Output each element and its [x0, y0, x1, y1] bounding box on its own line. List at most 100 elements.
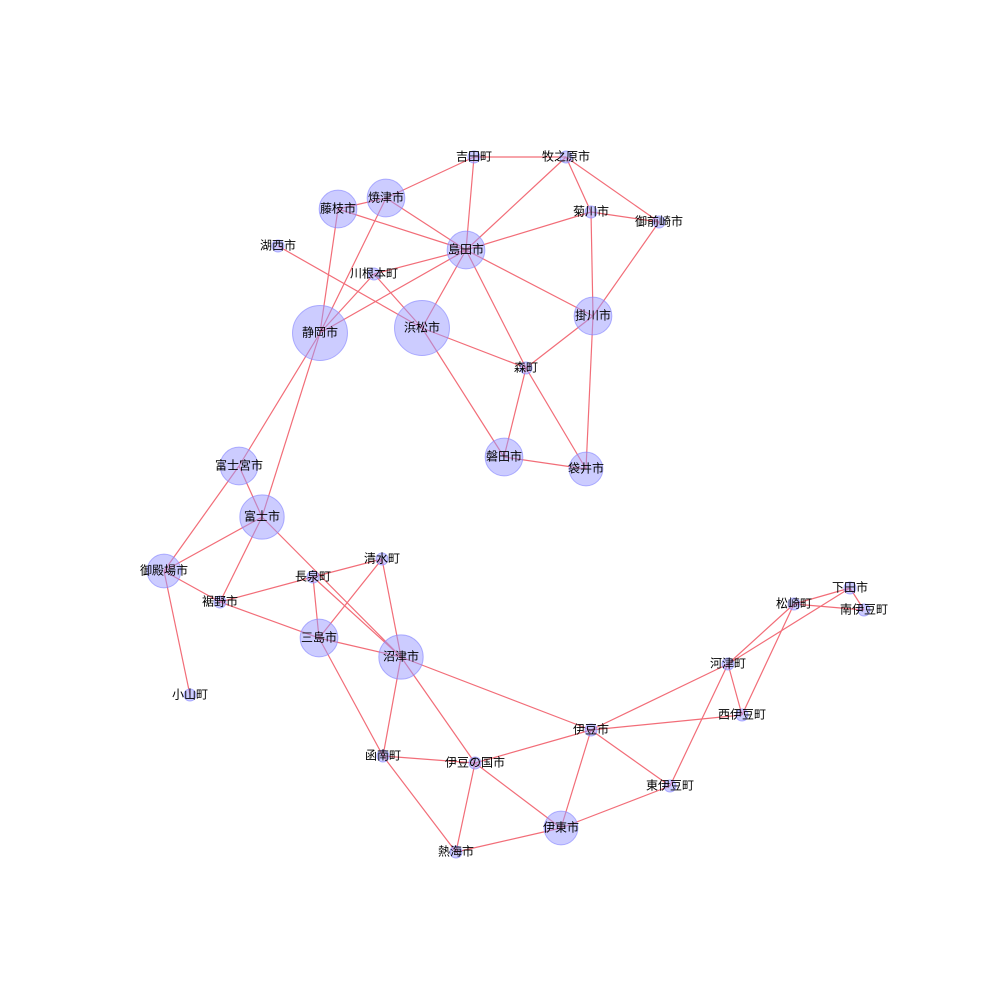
node-shimizu[interactable] [375, 552, 389, 566]
node-label-shimizu: 清水町 [364, 552, 400, 566]
node-label-ito: 伊東市 [543, 820, 579, 835]
node-label-gotemba: 御殿場市 [140, 563, 188, 578]
edge-makinohara-kikugawa [565, 156, 592, 213]
node-kakegawa[interactable] [573, 296, 613, 336]
edge-shimada-shizuoka [319, 249, 467, 334]
edge-kawazu-nishiizu [727, 663, 743, 716]
node-label-mishima: 三島市 [301, 630, 337, 645]
node-label-fujinomiya: 富士宮市 [215, 458, 263, 473]
node-label-kakegawa: 掛川市 [575, 308, 611, 323]
node-label-fukuroi: 袋井市 [568, 461, 604, 476]
node-label-shimada: 島田市 [448, 242, 484, 257]
node-label-kawazu: 河津町 [710, 657, 746, 671]
edge-mishima-kannami [318, 637, 384, 757]
node-minamiizu[interactable] [857, 603, 871, 617]
node-label-yoshida: 吉田町 [456, 150, 492, 164]
node-shizuoka[interactable] [292, 305, 348, 361]
node-hamamatsu[interactable] [394, 300, 450, 356]
node-makinohara[interactable] [559, 150, 573, 164]
edge-nagaizumi-shimizu [312, 558, 383, 578]
edge-makinohara-omaezaki [565, 156, 660, 223]
node-matsuzaki[interactable] [787, 597, 801, 611]
node-atami[interactable] [449, 845, 463, 859]
edge-kawazu-matsuzaki [727, 603, 795, 665]
node-label-kosai: 湖西市 [260, 238, 296, 253]
node-nishiizu[interactable] [735, 708, 749, 722]
node-label-matsuzaki: 松崎町 [776, 597, 812, 611]
node-layer [146, 150, 871, 859]
node-label-minamiizu: 南伊豆町 [840, 602, 888, 617]
node-numazu[interactable] [378, 634, 424, 680]
node-yoshida[interactable] [467, 150, 481, 164]
node-fujieda[interactable] [318, 189, 358, 229]
node-label-izu: 伊豆市 [573, 722, 609, 737]
edge-matsuzaki-shimoda [793, 587, 851, 605]
node-shimoda[interactable] [843, 581, 857, 595]
node-yaizu[interactable] [366, 178, 406, 218]
node-label-higashiizu: 東伊豆町 [646, 779, 694, 793]
edge-fujinomiya-gotemba [163, 465, 240, 572]
node-label-kikugawa: 菊川市 [573, 204, 609, 219]
node-label-hamamatsu: 浜松市 [404, 320, 440, 335]
edge-makinohara-shimada [465, 156, 567, 251]
edge-kikugawa-shimada [465, 211, 592, 251]
node-label-oyama: 小山町 [172, 688, 208, 702]
node-label-fujieda: 藤枝市 [320, 201, 356, 216]
node-kawanehon[interactable] [367, 267, 381, 281]
node-label-numazu: 沼津市 [383, 649, 419, 664]
node-ito[interactable] [543, 810, 579, 846]
node-susono[interactable] [213, 595, 227, 609]
edge-fujieda-shimada [337, 208, 467, 251]
edge-higashiizu-kawazu [669, 663, 729, 787]
node-fukuroi[interactable] [568, 451, 604, 487]
node-label-iwata: 磐田市 [486, 449, 522, 464]
edge-izunokuni-ito [474, 762, 562, 829]
node-oyama[interactable] [183, 688, 197, 702]
edge-nishiizu-matsuzaki [741, 603, 795, 716]
edge-matsuzaki-minamiizu [793, 603, 865, 611]
node-izu[interactable] [584, 723, 598, 737]
edge-izunokuni-atami [455, 762, 476, 853]
edge-kawazu-shimoda [727, 587, 851, 665]
node-mishima[interactable] [299, 618, 339, 658]
node-label-atami: 熱海市 [438, 844, 474, 859]
edge-susono-nagaizumi [219, 576, 314, 603]
node-label-shimoda: 下田市 [832, 580, 868, 595]
node-label-omaezaki: 御前崎市 [635, 214, 683, 229]
node-kannami[interactable] [376, 749, 390, 763]
edge-izu-nishiizu [590, 714, 743, 731]
node-label-mori: 森町 [514, 360, 538, 375]
edge-mori-fukuroi [525, 367, 587, 470]
node-label-shizuoka: 静岡市 [302, 325, 338, 340]
edge-numazu-izu [400, 656, 592, 731]
node-izunokuni[interactable] [468, 756, 482, 770]
node-iwata[interactable] [484, 437, 524, 477]
node-kikugawa[interactable] [584, 205, 598, 219]
node-mori[interactable] [519, 361, 533, 375]
node-label-nishiizu: 西伊豆町 [718, 708, 766, 722]
edge-izunokuni-izu [474, 729, 592, 764]
node-label-susono: 裾野市 [202, 594, 238, 609]
edge-izu-higashiizu [590, 729, 671, 787]
node-shimada[interactable] [446, 230, 486, 270]
edge-shizuoka-fuji [261, 332, 321, 518]
node-gotemba[interactable] [146, 553, 182, 589]
node-kawazu[interactable] [721, 657, 735, 671]
node-fuji[interactable] [239, 494, 285, 540]
edge-kannami-atami [382, 755, 457, 853]
node-fujinomiya[interactable] [219, 446, 259, 486]
node-label-nagaizumi: 長泉町 [295, 570, 331, 584]
node-higashiizu[interactable] [663, 779, 677, 793]
node-label-makinohara: 牧之原市 [542, 149, 590, 164]
edge-kakegawa-fukuroi [585, 315, 594, 470]
node-omaezaki[interactable] [652, 215, 666, 229]
node-label-yaizu: 焼津市 [368, 190, 404, 205]
edge-atami-ito [455, 827, 562, 853]
node-nagaizumi[interactable] [306, 570, 320, 584]
edge-shimada-kakegawa [465, 249, 594, 317]
node-kosai[interactable] [271, 239, 285, 253]
node-label-kawanehon: 川根本町 [350, 267, 398, 281]
edge-kikugawa-omaezaki [590, 211, 660, 223]
edge-gotemba-oyama [163, 570, 191, 696]
